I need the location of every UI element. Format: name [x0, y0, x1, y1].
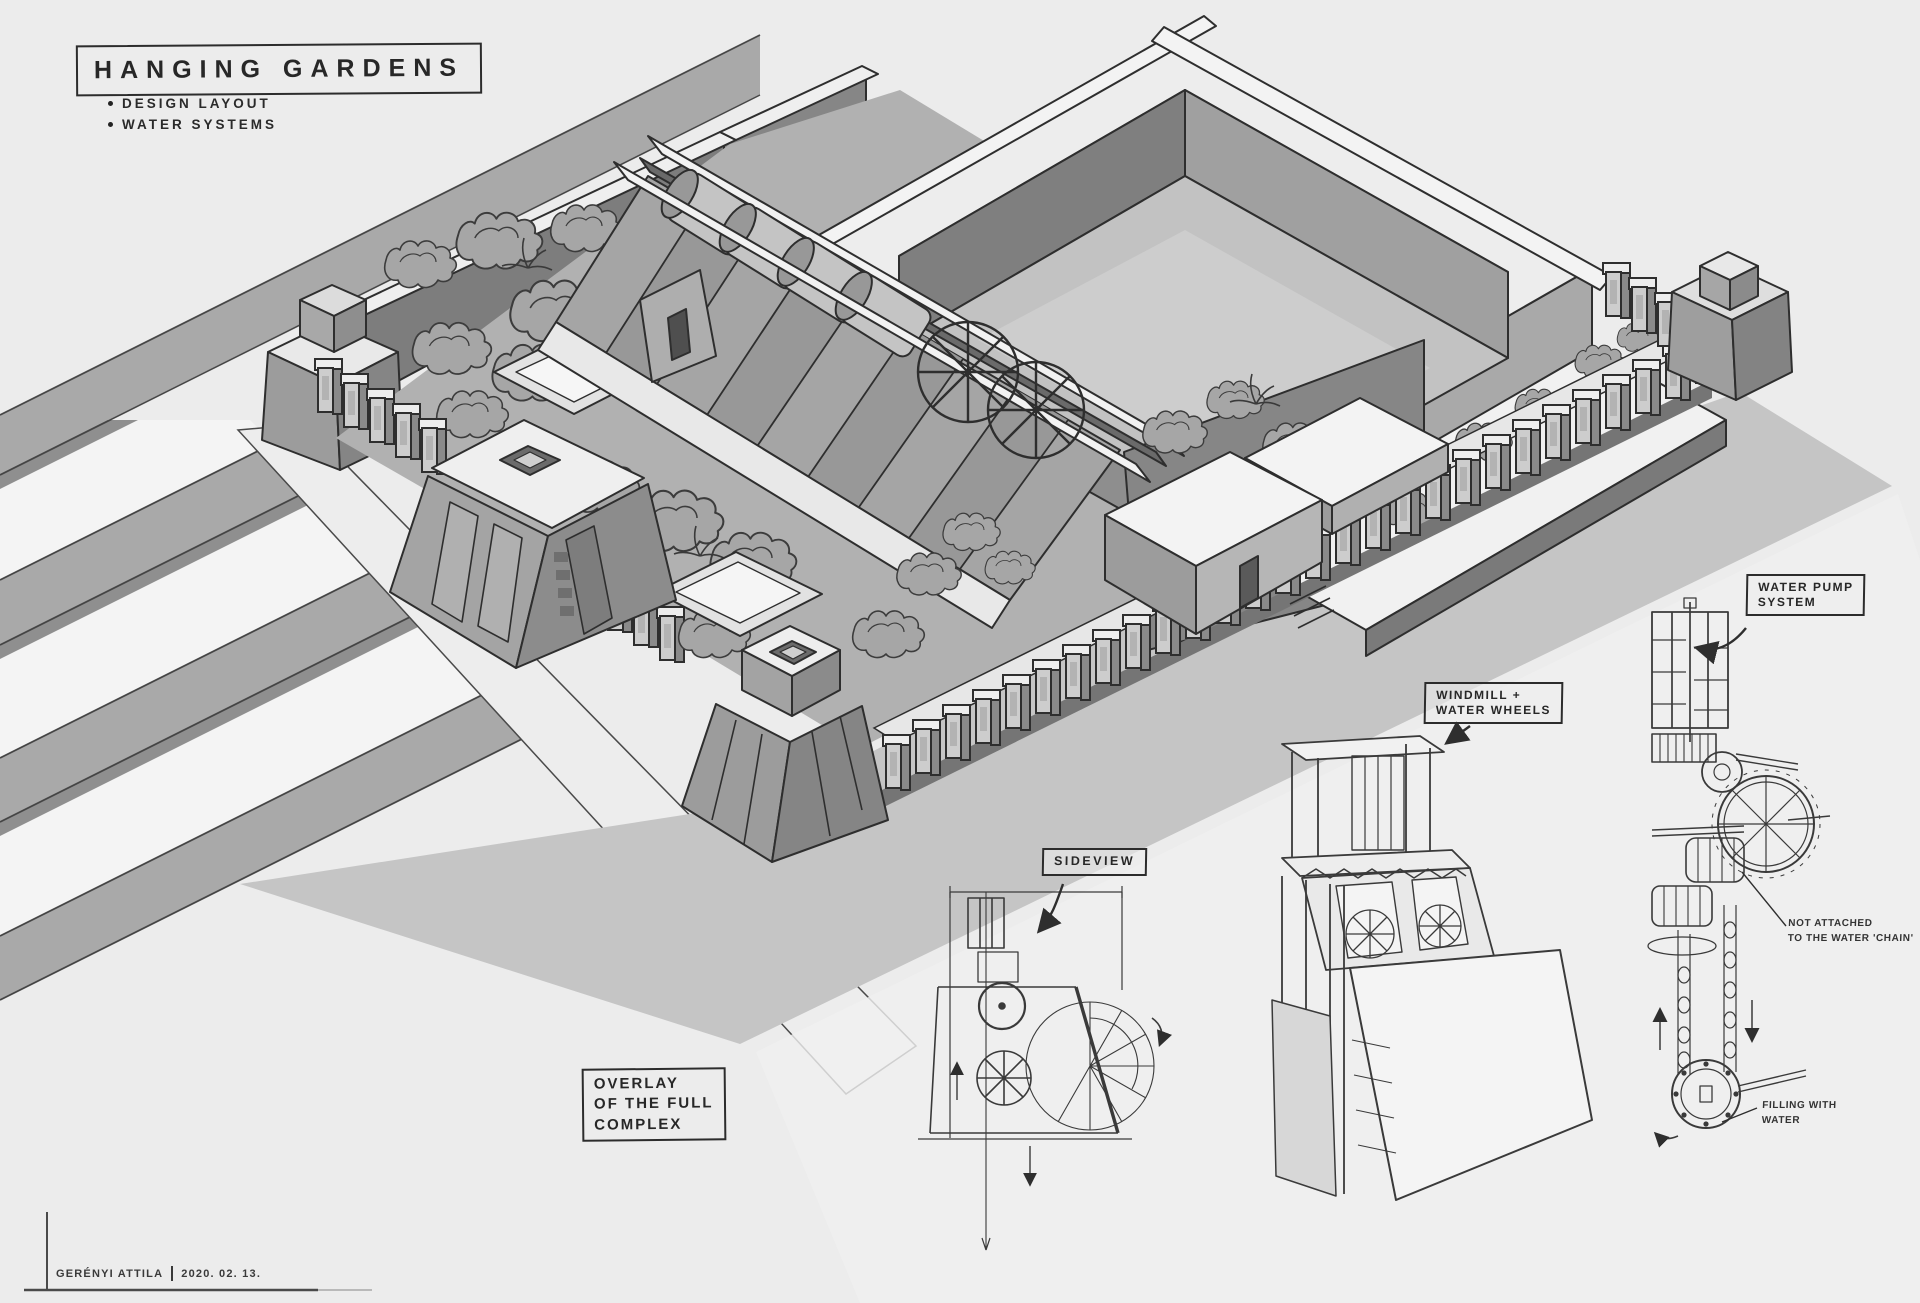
windmill-line: WATER WHEELS [1435, 703, 1552, 717]
signature-rules [24, 1212, 372, 1292]
pump-line: SYSTEM [1757, 595, 1817, 609]
bullet-design-layout: DESIGN LAYOUT [108, 96, 277, 111]
bullet-label: DESIGN LAYOUT [122, 96, 271, 111]
sketch-water-pump [1647, 597, 1831, 1148]
sketch-sideview [918, 886, 1172, 1251]
water-channel [613, 135, 1185, 483]
annotation-filling-with-water: FILLING WITH WATER [1761, 1098, 1837, 1128]
overlay-callout: OVERLAY OF THE FULL COMPLEX [581, 1067, 726, 1142]
gate-pylon-west [389, 419, 677, 669]
water-pump-arrow [1693, 627, 1747, 665]
annotation-line: WATER [1761, 1115, 1801, 1126]
bullet-dot-icon [108, 122, 113, 127]
windmill-line: WINDMILL + [1436, 688, 1522, 702]
subtitle-bullets: DESIGN LAYOUT WATER SYSTEMS [108, 96, 277, 138]
corner-tower-east [1667, 251, 1793, 401]
annotation-line: FILLING WITH [1762, 1100, 1837, 1111]
signature-date: 2020. 02. 13. [181, 1267, 262, 1280]
garden-pool-lower [655, 551, 823, 637]
sideview-callout: SIDEVIEW [1041, 848, 1148, 876]
filling-leader [1721, 1107, 1758, 1123]
bullet-dot-icon [108, 101, 113, 106]
signature: GERÉNYI ATTILA 2020. 02. 13. [56, 1266, 261, 1281]
channel-hut [639, 269, 717, 383]
windmill-callout: WINDMILL + WATER WHEELS [1423, 682, 1564, 724]
windmill-arrow [1444, 721, 1471, 745]
overlay-line: OVERLAY [593, 1074, 680, 1093]
sketch-windmill-tower [1271, 735, 1593, 1201]
page-title: HANGING GARDENS [75, 42, 483, 97]
overlay-line: OF THE FULL [593, 1094, 714, 1113]
not-attached-leader [1741, 871, 1787, 927]
pump-line: WATER PUMP [1758, 580, 1854, 594]
bullet-label: WATER SYSTEMS [122, 117, 278, 132]
bullet-water-systems: WATER SYSTEMS [108, 117, 277, 132]
annotation-line: NOT ATTACHED [1788, 918, 1873, 929]
water-pump-callout: WATER PUMP SYSTEM [1745, 574, 1866, 616]
annotation-not-attached: NOT ATTACHED TO THE WATER 'CHAIN' [1787, 916, 1914, 946]
artist-name: GERÉNYI ATTILA [56, 1267, 164, 1280]
overlay-line: COMPLEX [594, 1115, 683, 1134]
gate-pylon-south [681, 625, 889, 863]
water-wheel-arcs [916, 320, 1086, 460]
callout-arrows [1036, 627, 1787, 1123]
rooftop-buildings [1104, 397, 1449, 635]
stairs [1289, 585, 1335, 629]
annotation-line: TO THE WATER 'CHAIN' [1787, 933, 1914, 944]
sideview-arrow [1036, 883, 1065, 934]
signature-divider [171, 1266, 174, 1281]
